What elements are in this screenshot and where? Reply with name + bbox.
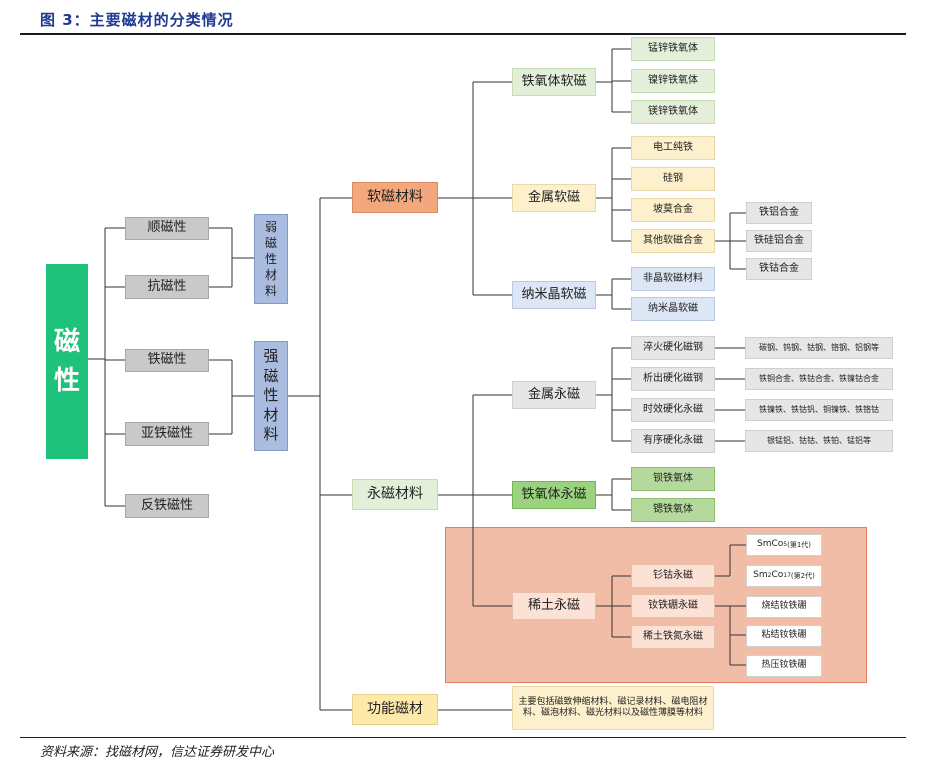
strong-magnetic-materials: 强 磁 性 材 料: [254, 341, 288, 451]
sm2co17-sub1: 2: [767, 572, 772, 580]
soft-ferrite-item: 镍锌铁氧体: [631, 69, 715, 93]
strong-char-5: 料: [263, 425, 279, 444]
permanent-metal: 金属永磁: [512, 381, 596, 409]
nano-item: 纳米晶软磁: [631, 297, 715, 321]
strong-char-3: 性: [263, 386, 279, 405]
sm2co17-sm: Sm: [753, 570, 768, 581]
sm2co17-gen: (第2代): [790, 571, 815, 580]
root-magnetism-node: 磁性: [46, 264, 88, 459]
smco5-gen: (第1代): [787, 540, 812, 549]
soft-nanocrystalline: 纳米晶软磁: [512, 281, 596, 309]
soft-metal-item: 其他软磁合金: [631, 229, 715, 253]
permanent-ferrite-item: 锶铁氧体: [631, 498, 715, 522]
rare-earth-item: 钕铁硼永磁: [631, 594, 715, 618]
property-paramagnetic: 顺磁性: [125, 217, 209, 240]
permanent-magnetic-materials: 永磁材料: [352, 479, 438, 510]
permanent-metal-detail: 碳钢、钨钢、钴钢、铬钢、铝钢等: [745, 337, 893, 359]
ndfeb-type: 热压钕铁硼: [746, 655, 822, 677]
other-soft-alloy: 铁硅铝合金: [746, 230, 812, 252]
soft-metal-item: 电工纯铁: [631, 136, 715, 160]
rare-earth-item: 钐钴永磁: [631, 564, 715, 588]
soft-ferrite-item: 锰锌铁氧体: [631, 37, 715, 61]
permanent-metal-item: 析出硬化磁钢: [631, 367, 715, 391]
sm2co17-co: Co: [771, 570, 784, 581]
permanent-metal-detail: 铁铜合金、铁钴合金、铁镍钴合金: [745, 368, 893, 390]
smco5-sub: 5: [783, 541, 788, 549]
soft-ferrite: 铁氧体软磁: [512, 68, 596, 96]
property-antiferromagnetic: 反铁磁性: [125, 494, 209, 518]
weak-char-4: 材: [264, 268, 277, 283]
permanent-metal-item: 有序硬化永磁: [631, 429, 715, 453]
strong-char-2: 磁: [263, 366, 279, 385]
weak-char-5: 料: [264, 284, 277, 299]
property-ferrimagnetic: 亚铁磁性: [125, 422, 209, 446]
permanent-ferrite: 铁氧体永磁: [512, 481, 596, 509]
permanent-metal-detail: 银锰铝、钴钴、铁铂、锰铝等: [745, 430, 893, 452]
footer-divider: [20, 737, 906, 738]
functional-magnetic-materials: 功能磁材: [352, 694, 438, 725]
weak-char-3: 性: [264, 251, 277, 266]
ndfeb-type: 烧结钕铁硼: [746, 596, 822, 618]
property-diamagnetic: 抗磁性: [125, 275, 209, 299]
permanent-metal-item: 时效硬化永磁: [631, 398, 715, 422]
permanent-metal-detail: 铁镍铁、铁钴钒、铜镍铁、铁铬钴: [745, 399, 893, 421]
weak-char-2: 磁: [264, 235, 277, 250]
soft-magnetic-materials: 软磁材料: [352, 182, 438, 213]
weak-char-1: 弱: [264, 219, 277, 234]
sm2co17-sub2: 17: [783, 572, 791, 580]
nano-item: 非晶软磁材料: [631, 267, 715, 291]
permanent-metal-item: 淬火硬化磁钢: [631, 336, 715, 360]
soft-metal: 金属软磁: [512, 184, 596, 212]
title-divider: [20, 33, 906, 35]
weak-magnetic-materials: 弱 磁 性 材 料: [254, 214, 288, 304]
smco5-base: SmCo: [756, 539, 784, 550]
root-label: 磁性: [53, 326, 80, 396]
permanent-ferrite-item: 钡铁氧体: [631, 467, 715, 491]
permanent-rare-earth: 稀土永磁: [512, 592, 596, 620]
rare-earth-item: 稀土铁氮永磁: [631, 625, 715, 649]
soft-metal-item: 坡莫合金: [631, 198, 715, 222]
property-ferromagnetic: 铁磁性: [125, 349, 209, 372]
soft-metal-item: 硅钢: [631, 167, 715, 191]
strong-char-1: 强: [263, 347, 279, 366]
functional-description: 主要包括磁致伸缩材料、磁记录材料、磁电阻材料、磁泡材料、磁光材料以及磁性薄膜等材…: [512, 686, 714, 730]
other-soft-alloy: 铁铝合金: [746, 202, 812, 224]
other-soft-alloy: 铁钴合金: [746, 258, 812, 280]
soft-ferrite-item: 镁锌铁氧体: [631, 100, 715, 124]
strong-char-4: 材: [263, 405, 279, 424]
source-note: 资料来源：找磁材网，信达证券研发中心: [40, 745, 275, 760]
figure-title: 图 3：主要磁材的分类情况: [40, 11, 234, 29]
ndfeb-type: 粘结钕铁硼: [746, 625, 822, 647]
